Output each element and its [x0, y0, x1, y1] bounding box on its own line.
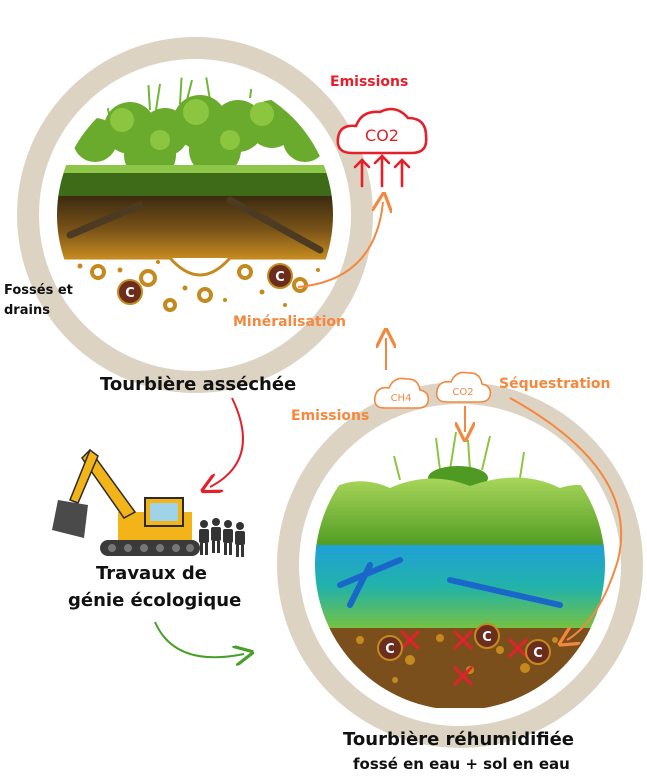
works-title-line1: Travaux de: [96, 563, 207, 584]
soil-particles: [90, 264, 308, 312]
mineralisation-label: Minéralisation: [233, 314, 346, 330]
rewetted-subtitle: fossé en eau + sol en eau: [353, 755, 570, 773]
svg-text:CH4: CH4: [391, 393, 412, 404]
carbon-particle-icon: C: [267, 263, 293, 289]
top-ring: [17, 37, 373, 393]
svg-text:C: C: [385, 642, 395, 657]
carbon-particle-icon: C: [474, 623, 500, 649]
carbon-particle-icon: C: [525, 639, 551, 665]
drained-peatland-title: Tourbière asséchée: [100, 374, 297, 395]
workers-icon: [199, 518, 245, 557]
svg-text:CO2: CO2: [365, 126, 399, 145]
works-to-rewetted-arrow: [154, 621, 244, 657]
drained-peatland-scene: [57, 77, 333, 353]
svg-text:C: C: [482, 630, 492, 645]
svg-text:C: C: [533, 646, 543, 661]
co2-small-cloud-icon: CO2: [435, 371, 492, 403]
fosses-label-line2: drains: [4, 303, 50, 318]
carbon-particle-icon: C: [377, 635, 403, 661]
svg-text:C: C: [275, 270, 285, 285]
ch4-cloud-icon: CH4: [373, 377, 430, 409]
svg-text:CO2: CO2: [452, 387, 473, 398]
excavator-icon: [52, 448, 200, 556]
fosses-label-line1: Fossés et: [4, 283, 73, 298]
rewetted-peatland-title: Tourbière réhumidifiée: [343, 729, 575, 750]
sequestration-label: Séquestration: [499, 376, 611, 392]
works-title-line2: génie écologique: [68, 590, 242, 611]
co2-cloud-icon: CO2: [336, 107, 428, 188]
mineralisation-arrow: [297, 202, 383, 288]
emissions-bottom-label: Emissions: [291, 408, 370, 424]
svg-text:C: C: [125, 286, 135, 301]
emissions-top-label: Emissions: [330, 74, 409, 90]
drained-to-works-arrow: [210, 397, 244, 487]
sequestration-arc: [509, 397, 623, 640]
carbon-particle-icon: C: [117, 279, 143, 305]
